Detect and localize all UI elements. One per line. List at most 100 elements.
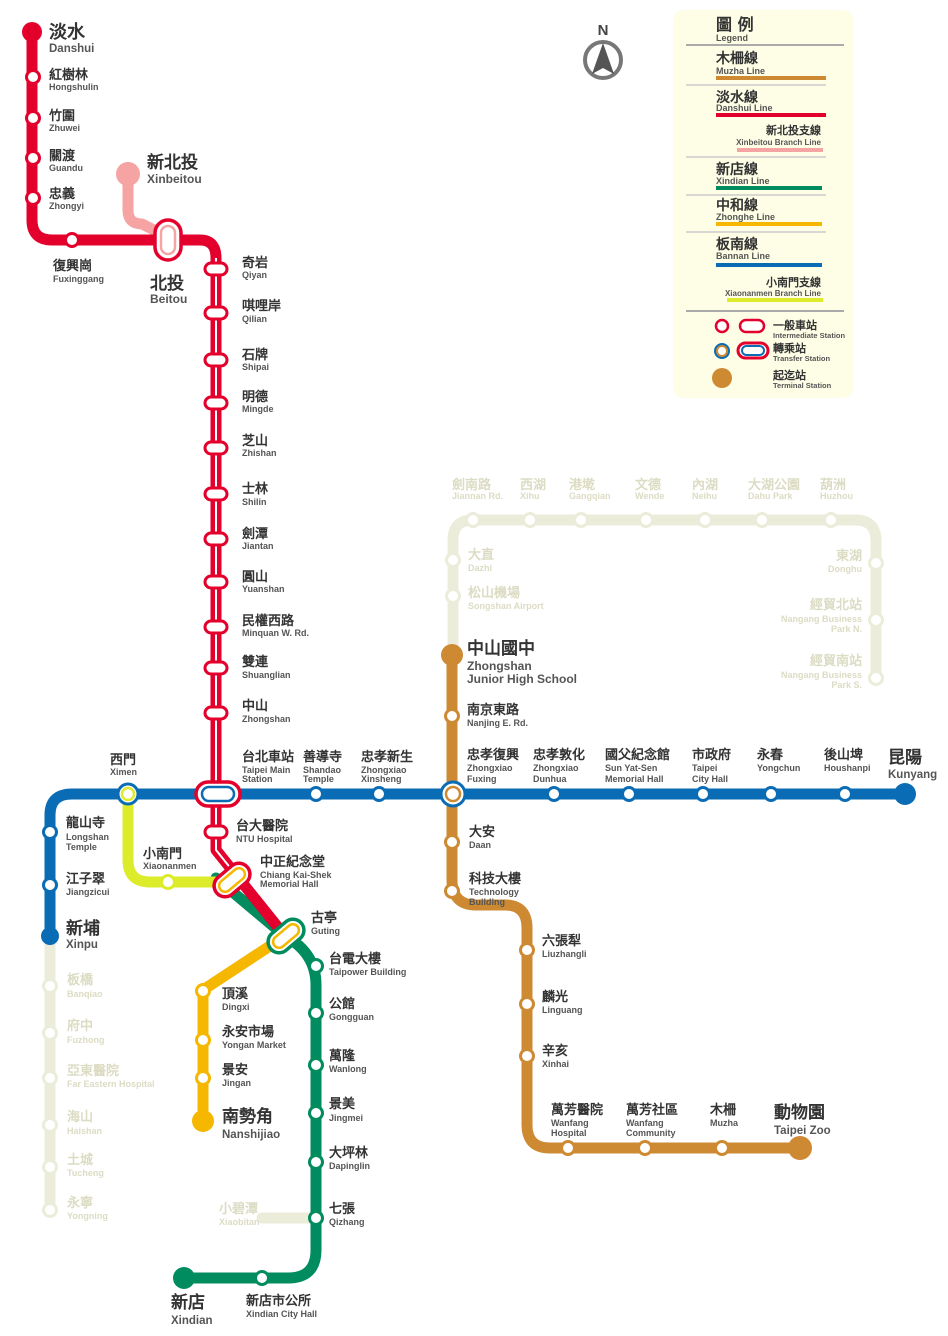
station-labels: 淡水 Danshui 紅樹林 Hongshulin 竹圍 Zhuwei 關渡 G…: [48, 21, 937, 1327]
station-label-en: Shilin: [242, 497, 267, 507]
station-marker-city-hall[interactable]: [695, 786, 711, 802]
station-marker-shipai[interactable]: [203, 352, 229, 368]
station-marker-hongshulin[interactable]: [25, 69, 41, 85]
station-marker-jingmei[interactable]: [308, 1105, 324, 1121]
station-marker-minquan[interactable]: [203, 619, 229, 635]
station-label: 北投: [150, 273, 184, 294]
future-marker-xihu: [522, 512, 538, 528]
station-marker-xinsheng[interactable]: [371, 786, 387, 802]
station-marker-zhongyi[interactable]: [25, 190, 41, 206]
station-marker-jiantan[interactable]: [203, 531, 229, 547]
station-marker-linguang[interactable]: [519, 996, 535, 1012]
station-label: 昆陽: [888, 748, 922, 768]
station-label-en: Building: [469, 897, 505, 907]
station-label-en: Xinhai: [542, 1059, 569, 1069]
station-label-en: Zhongshan: [467, 659, 532, 673]
station-marker-kunyang[interactable]: [894, 783, 916, 805]
future-station-label-en: Wende: [635, 491, 664, 501]
future-station-label: 文德: [635, 477, 661, 493]
station-marker-xindian-city-hall[interactable]: [254, 1270, 270, 1286]
station-marker-fuxinggang[interactable]: [64, 232, 80, 248]
station-marker-sys-memorial[interactable]: [621, 786, 637, 802]
station-marker-zhongshan-jhs[interactable]: [441, 644, 463, 666]
station-marker-zhuwei[interactable]: [25, 110, 41, 126]
station-marker-qizhang[interactable]: [308, 1210, 324, 1226]
station-marker-muzha[interactable]: [714, 1140, 730, 1156]
station-marker-danshui[interactable]: [22, 22, 42, 42]
station-label-en: Houshanpi: [824, 763, 871, 773]
station-marker-daan[interactable]: [444, 834, 460, 850]
station-marker-xindian[interactable]: [173, 1267, 195, 1289]
station-marker-wanlong[interactable]: [308, 1057, 324, 1073]
station-marker-yongchun[interactable]: [763, 786, 779, 802]
station-marker-xinhai[interactable]: [519, 1048, 535, 1064]
station-label: 雙連: [242, 654, 269, 670]
station-label: 善導寺: [303, 749, 342, 765]
station-marker-xinbeitou[interactable]: [116, 162, 140, 186]
station-label-en: Memorial Hall: [605, 774, 664, 784]
station-marker-qiyan[interactable]: [203, 261, 229, 277]
station-marker-dingxi[interactable]: [195, 983, 211, 999]
future-station-label: 大直: [468, 547, 494, 563]
station-marker-zhishan[interactable]: [203, 440, 229, 456]
station-marker-longshan[interactable]: [42, 824, 58, 840]
station-marker-jiangzicui[interactable]: [42, 877, 58, 893]
station-marker-qilian[interactable]: [203, 305, 229, 321]
station-marker-dapinglin[interactable]: [308, 1154, 324, 1170]
station-label-en: Kunyang: [888, 769, 937, 781]
station-label-en: Xindian: [171, 1315, 213, 1327]
station-marker-yongan-market[interactable]: [195, 1032, 211, 1048]
station-label-en: Taipei Main: [242, 765, 290, 775]
station-marker-dunhua[interactable]: [546, 786, 562, 802]
station-label-en: Yuanshan: [242, 584, 285, 594]
station-label-en: Taipower Building: [329, 967, 406, 977]
future-station-label: 亞東醫院: [67, 1063, 119, 1079]
station-marker-liuzhangli[interactable]: [519, 942, 535, 958]
station-marker-fuxing-inner: [444, 785, 462, 803]
station-marker-mingde[interactable]: [203, 395, 229, 411]
future-station-label: 經貿南站: [810, 653, 862, 669]
station-marker-zhongshan[interactable]: [203, 705, 229, 721]
station-marker-shilin[interactable]: [203, 486, 229, 502]
station-marker-wanfang-community[interactable]: [637, 1140, 653, 1156]
station-label: 台電大樓: [329, 951, 381, 967]
future-marker-dazhi: [445, 552, 461, 568]
station-marker-xiaonanmen[interactable]: [160, 874, 176, 890]
future-marker-yongning: [42, 1202, 58, 1218]
station-marker-taipower[interactable]: [308, 958, 324, 974]
station-marker-wanfang-hospital[interactable]: [560, 1140, 576, 1156]
station-marker-technology-building[interactable]: [444, 883, 460, 899]
future-marker-dahu: [754, 512, 770, 528]
station-marker-ximen-inner: [120, 786, 136, 802]
station-label-en: Xinsheng: [361, 774, 402, 784]
station-marker-gongguan[interactable]: [308, 1005, 324, 1021]
future-station-label-en: Donghu: [828, 564, 862, 574]
station-marker-ntu-hospital[interactable]: [203, 824, 229, 840]
station-marker-houshanpi[interactable]: [837, 786, 853, 802]
station-label: 國父紀念館: [605, 747, 670, 763]
station-label-en: Minquan W. Rd.: [242, 628, 309, 638]
station-label-en: Dingxi: [222, 1002, 250, 1012]
legend-zhonghe-swatch: [716, 222, 822, 226]
future-station-label: 府中: [67, 1018, 93, 1034]
station-marker-taipei-zoo[interactable]: [788, 1136, 812, 1160]
station-marker-guandu[interactable]: [25, 150, 41, 166]
station-marker-yuanshan[interactable]: [203, 574, 229, 590]
station-marker-nanshijiao[interactable]: [192, 1110, 214, 1132]
future-station-labels: 劍南路 Jiannan Rd. 西湖 Xihu 港墘 Gangqian 文德 W…: [66, 477, 862, 1227]
station-label-en: Xindian City Hall: [246, 1309, 317, 1319]
station-marker-jingan[interactable]: [195, 1070, 211, 1086]
future-station-label: 大湖公園: [748, 477, 800, 493]
future-station-label-en: Xihu: [520, 491, 540, 501]
legend-transfer-label-en: Transfer Station: [773, 354, 831, 363]
station-marker-shandao[interactable]: [308, 786, 324, 802]
station-label-en: Wanlong: [329, 1064, 367, 1074]
station-label-en: Wanfang: [551, 1118, 589, 1128]
station-marker-xinpu[interactable]: [41, 927, 59, 945]
station-marker-nanjing[interactable]: [444, 708, 460, 724]
legend-bannan-swatch: [716, 263, 822, 267]
future-station-label: 港墘: [569, 477, 595, 493]
station-label: 芝山: [242, 433, 268, 449]
station-marker-shuanglian[interactable]: [203, 660, 229, 676]
